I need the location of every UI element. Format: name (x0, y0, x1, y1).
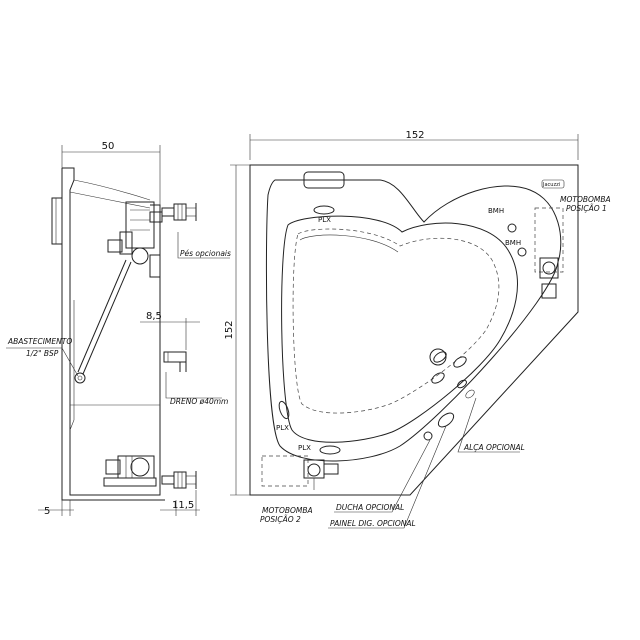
dim-side-bottom-left: 5 (44, 506, 50, 517)
label-abastecimento-1: ABASTECIMENTO (7, 337, 72, 346)
label-motobomba-2-b: POSIÇÃO 2 (260, 515, 301, 524)
pump-bottom-icon (103, 455, 157, 487)
tag-plx-left: PLX (276, 424, 289, 432)
pump-position-2-icon (261, 455, 339, 490)
pump-position-1-icon (534, 207, 564, 299)
plx-top-icon (313, 205, 335, 215)
jet-4-icon (457, 379, 467, 389)
dim-side-bottom-right: 11,5 (172, 500, 194, 511)
pillow-icon (303, 171, 345, 189)
bmh-1-icon (507, 223, 517, 233)
foot-bottom-icon (161, 471, 197, 489)
label-motobomba-2-a: MOTOBOMBA (262, 506, 313, 515)
top-view: 152 152 PLX Jacuzzi BMH BMH (224, 130, 611, 529)
bmh-2-icon (517, 247, 527, 257)
label-alca: ALÇA OPCIONAL (463, 443, 525, 452)
ducha-icon (423, 431, 433, 441)
jet-3-icon (431, 372, 445, 384)
label-pes-opcionais: Pés opcionais (180, 249, 231, 258)
label-motobomba-1-a: MOTOBOMBA (560, 195, 611, 204)
label-painel: PAINEL DIG. OPCIONAL (330, 519, 416, 528)
label-ducha: DUCHA OPCIONAL (336, 503, 404, 512)
tag-bmh-1: BMH (488, 207, 504, 215)
dim-top-height: 152 (224, 320, 235, 339)
tag-plx-top: PLX (318, 216, 331, 224)
side-view: 50 (6, 141, 231, 517)
supply-fitting-icon (74, 372, 86, 384)
logo-text: Jacuzzi (542, 182, 560, 188)
label-motobomba-1-b: POSIÇÃO 1 (566, 204, 607, 213)
dim-side-width: 50 (102, 141, 115, 152)
jet-2-icon (453, 356, 467, 368)
plx-bottom-icon (319, 445, 341, 455)
jet-1-icon (433, 351, 447, 363)
dim-top-width: 152 (405, 130, 424, 141)
drain-pipe-icon (163, 351, 187, 372)
plx-left-icon (278, 400, 290, 420)
pump-top-icon (107, 201, 163, 278)
tag-plx-bottom: PLX (298, 444, 311, 452)
dim-side-offset: 8,5 (146, 311, 162, 322)
panel-icon (437, 412, 455, 428)
label-abastecimento-2: 1/2" BSP (26, 349, 59, 358)
foot-top-icon (161, 203, 197, 221)
label-dreno: DRENO ø40mm (170, 397, 228, 406)
tag-bmh-2: BMH (505, 239, 521, 247)
